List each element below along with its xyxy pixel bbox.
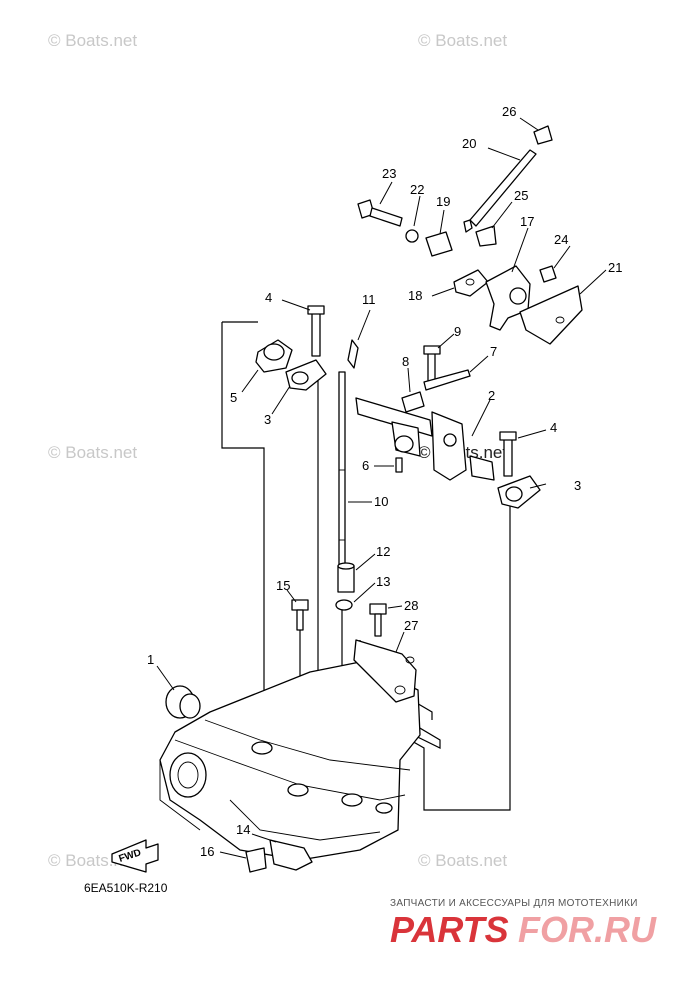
plate-bolt-bracket xyxy=(401,333,489,413)
callout-27: 27 xyxy=(404,618,418,633)
callout-26: 26 xyxy=(502,104,516,119)
plate-part-18 xyxy=(453,269,489,297)
callout-18: 18 xyxy=(408,288,422,303)
bracket-part-27 xyxy=(353,603,417,703)
callout-12: 12 xyxy=(376,544,390,559)
grommet-part-1 xyxy=(156,665,201,719)
callout-7: 7 xyxy=(490,344,497,359)
watermark-top-right: © Boats.net xyxy=(418,31,507,50)
watermark-bottom-right: © Boats.net xyxy=(418,851,507,870)
callout-20: 20 xyxy=(462,136,476,151)
callout-4-right: 4 xyxy=(550,420,557,435)
callout-14: 14 xyxy=(236,822,250,837)
callout-15: 15 xyxy=(276,578,290,593)
left-link-parts xyxy=(241,299,327,415)
callout-2: 2 xyxy=(488,388,495,403)
callout-6: 6 xyxy=(362,458,369,473)
nut-part-13 xyxy=(335,599,353,611)
callout-5: 5 xyxy=(230,390,237,405)
lower-housing xyxy=(159,661,421,861)
throttle-lever-assembly xyxy=(485,227,607,345)
upper-bolt-assembly xyxy=(357,181,453,257)
banner-brand-part2: FOR.RU xyxy=(518,909,657,950)
shift-shaft-part-2 xyxy=(355,397,495,481)
watermark-mid-left: © Boats.net xyxy=(48,443,137,462)
callout-17: 17 xyxy=(520,214,534,229)
callout-25: 25 xyxy=(514,188,528,203)
callout-22: 22 xyxy=(410,182,424,197)
right-link-parts xyxy=(497,429,547,509)
link-rod-part-20 xyxy=(463,117,553,247)
control-rod-part-10 xyxy=(338,309,372,569)
callout-9: 9 xyxy=(454,324,461,339)
collar-part-12 xyxy=(337,565,355,593)
bolt-part-15 xyxy=(286,589,309,631)
pin-part-6 xyxy=(395,457,403,473)
callout-19: 19 xyxy=(436,194,450,209)
banner-brand-part1: PARTS xyxy=(390,909,509,950)
callout-3-right: 3 xyxy=(574,478,581,493)
callout-13: 13 xyxy=(376,574,390,589)
callout-4-left: 4 xyxy=(265,290,272,305)
callout-21: 21 xyxy=(608,260,622,275)
callout-10: 10 xyxy=(374,494,388,509)
callout-24: 24 xyxy=(554,232,568,247)
partsfor-banner: ЗАПЧАСТИ И АКСЕССУАРЫ ДЛЯ МОТОТЕХНИКИ PA… xyxy=(390,898,657,950)
callout-23: 23 xyxy=(382,166,396,181)
watermark-top-left: © Boats.net xyxy=(48,31,137,50)
lower-bracket-parts xyxy=(219,833,313,873)
callout-labels: 1 2 3 3 4 4 5 6 7 8 9 10 11 12 13 14 15 … xyxy=(147,104,622,859)
callout-28: 28 xyxy=(404,598,418,613)
callout-8: 8 xyxy=(402,354,409,369)
callout-16: 16 xyxy=(200,844,214,859)
callout-11: 11 xyxy=(362,292,376,307)
fwd-arrow-icon: FWD xyxy=(111,839,159,873)
diagram-code: 6EA510K-R210 xyxy=(84,881,168,895)
callout-1: 1 xyxy=(147,652,154,667)
callout-3-left: 3 xyxy=(264,412,271,427)
banner-tagline: ЗАПЧАСТИ И АКСЕССУАРЫ ДЛЯ МОТОТЕХНИКИ xyxy=(390,898,638,909)
